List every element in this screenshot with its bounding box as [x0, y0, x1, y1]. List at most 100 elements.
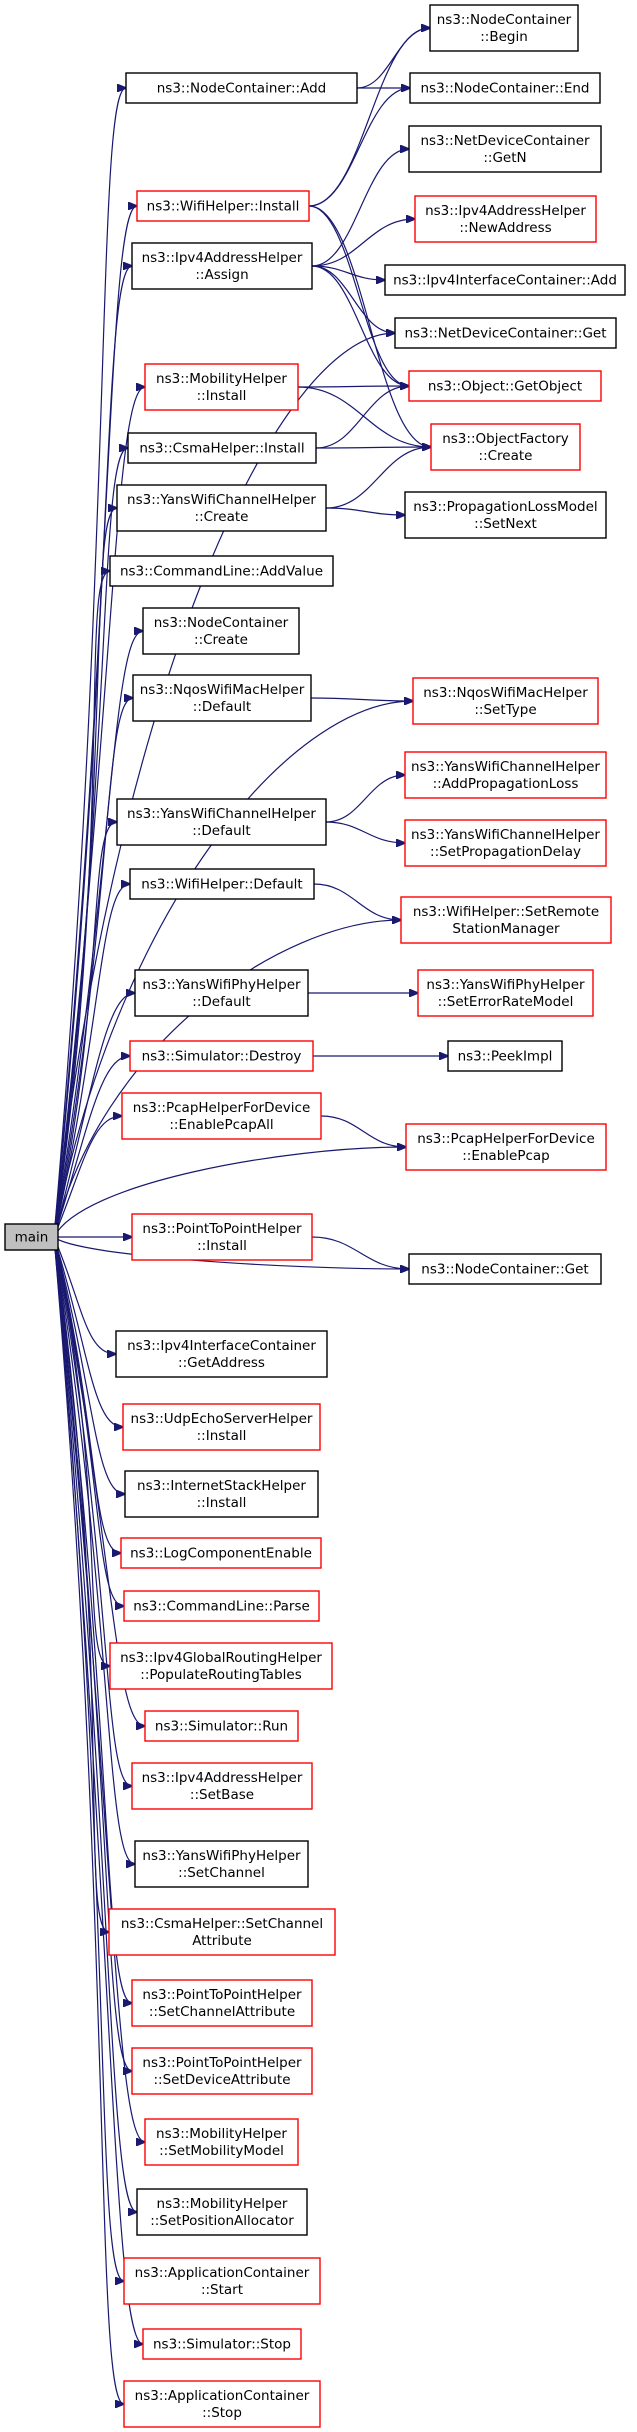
node-proploss_setnext[interactable]: ns3::PropagationLossModel::SetNext	[404, 491, 607, 539]
node-nc_begin[interactable]: ns3::NodeContainer::Begin	[429, 4, 579, 52]
node-sim_stop[interactable]: ns3::Simulator::Stop	[142, 2328, 302, 2360]
node-label-line: ::Begin	[480, 29, 528, 45]
node-box	[116, 798, 327, 846]
node-p2p_setdevattr[interactable]: ns3::PointToPointHelper::SetDeviceAttrib…	[131, 2047, 313, 2095]
node-label-line: ns3::PointToPointHelper	[142, 1221, 302, 1237]
node-label-line: ns3::PeekImpl	[458, 1048, 553, 1064]
node-logcomp_enable[interactable]: ns3::LogComponentEnable	[120, 1537, 322, 1569]
node-box	[447, 1040, 563, 1072]
node-cmd_parse[interactable]: ns3::CommandLine::Parse	[123, 1590, 320, 1622]
node-object_getobject[interactable]: ns3::Object::GetObject	[408, 370, 602, 402]
node-box	[134, 969, 309, 1017]
node-nc_end[interactable]: ns3::NodeContainer::End	[409, 72, 601, 104]
node-box	[129, 1040, 314, 1072]
node-box	[109, 1642, 333, 1690]
node-label-line: ns3::YansWifiPhyHelper	[142, 1848, 301, 1864]
edge-yanschan_default-to-yanschan_setprop	[325, 821, 405, 843]
node-nc_add[interactable]: ns3::NodeContainer::Add	[125, 72, 358, 104]
node-label-line: main	[15, 1229, 49, 1245]
node-udpecho_install[interactable]: ns3::UdpEchoServerHelper::Install	[122, 1403, 321, 1451]
node-box	[404, 491, 607, 539]
node-csma_install[interactable]: ns3::CsmaHelper::Install	[127, 432, 317, 464]
node-yanschan_addprop[interactable]: ns3::YansWifiChannelHelper::AddPropagati…	[404, 751, 607, 799]
node-yanschan_setprop[interactable]: ns3::YansWifiChannelHelper::SetPropagati…	[404, 819, 607, 867]
node-csma_setchanattr[interactable]: ns3::CsmaHelper::SetChannelAttribute	[108, 1908, 336, 1956]
node-label-line: ns3::PcapHelperForDevice	[417, 1131, 595, 1147]
edge-main-to-nc_add	[53, 88, 126, 1238]
node-label-line: ::AddPropagationLoss	[433, 776, 579, 792]
node-yansphy_seterror[interactable]: ns3::YansWifiPhyHelper::SetErrorRateMode…	[417, 969, 594, 1017]
node-ipv4addr_newaddr[interactable]: ns3::Ipv4AddressHelper::NewAddress	[414, 195, 597, 243]
node-p2p_setchanattr[interactable]: ns3::PointToPointHelper::SetChannelAttri…	[131, 1979, 313, 2027]
node-label-line: ns3::Ipv4AddressHelper	[142, 1770, 303, 1786]
node-label-line: ns3::NodeContainer::Get	[421, 1261, 588, 1277]
node-nqos_default[interactable]: ns3::NqosWifiMacHelper::Default	[132, 674, 312, 722]
node-peekimpl[interactable]: ns3::PeekImpl	[447, 1040, 563, 1072]
node-label-line: ::Install	[197, 1495, 247, 1511]
node-label-line: ns3::NodeContainer	[437, 12, 572, 28]
node-yanschan_create[interactable]: ns3::YansWifiChannelHelper::Create	[116, 484, 327, 532]
node-inetstack_install[interactable]: ns3::InternetStackHelper::Install	[124, 1470, 319, 1518]
node-box	[116, 484, 327, 532]
node-box	[400, 896, 612, 944]
node-ipv4addr_assign[interactable]: ns3::Ipv4AddressHelper::Assign	[131, 242, 313, 290]
node-label-line: ns3::Simulator::Run	[155, 1718, 288, 1734]
node-box	[404, 819, 607, 867]
node-label-line: ns3::YansWifiChannelHelper	[127, 806, 316, 822]
node-p2p_install[interactable]: ns3::PointToPointHelper::Install	[131, 1213, 313, 1261]
node-yanschan_default[interactable]: ns3::YansWifiChannelHelper::Default	[116, 798, 327, 846]
node-sim_destroy[interactable]: ns3::Simulator::Destroy	[129, 1040, 314, 1072]
edge-ipv4addr_assign-to-ipv4ic_add	[311, 265, 385, 280]
node-label-line: ns3::CommandLine::Parse	[133, 1598, 310, 1614]
edge-main-to-sim_stop	[53, 1236, 143, 2344]
node-nc_create[interactable]: ns3::NodeContainer::Create	[142, 607, 300, 655]
node-pcap_enableall[interactable]: ns3::PcapHelperForDevice::EnablePcapAll	[121, 1092, 322, 1140]
edge-main-to-csma_install	[53, 448, 128, 1238]
node-label-line: ns3::Simulator::Stop	[153, 2336, 291, 2352]
node-mobility_install[interactable]: ns3::MobilityHelper::Install	[144, 363, 299, 411]
edge-ipv4addr_assign-to-ndc_getn	[311, 149, 409, 267]
node-ipv4addr_setbase[interactable]: ns3::Ipv4AddressHelper::SetBase	[131, 1762, 313, 1810]
node-ipv4ic_add[interactable]: ns3::Ipv4InterfaceContainer::Add	[384, 264, 626, 296]
node-box	[409, 72, 601, 104]
node-label-line: ::Start	[201, 2282, 243, 2298]
node-objfactory_create[interactable]: ns3::ObjectFactory::Create	[430, 423, 581, 471]
node-label-line: ns3::MobilityHelper	[157, 2196, 288, 2212]
edge-yanschan_create-to-proploss_setnext	[325, 507, 405, 515]
node-ndc_get[interactable]: ns3::NetDeviceContainer::Get	[394, 317, 617, 349]
node-label-line: ::Install	[197, 1238, 247, 1254]
node-nqos_settype[interactable]: ns3::NqosWifiMacHelper::SetType	[412, 677, 599, 725]
node-wifi_install[interactable]: ns3::WifiHelper::Install	[136, 190, 310, 222]
node-label-line: ns3::UdpEchoServerHelper	[131, 1411, 313, 1427]
node-yansphy_setchannel[interactable]: ns3::YansWifiPhyHelper::SetChannel	[134, 1840, 309, 1888]
node-label-line: ::NewAddress	[459, 220, 551, 236]
node-label-line: ns3::Ipv4InterfaceContainer::Add	[393, 272, 617, 288]
edge-main-to-app_stop	[53, 1236, 124, 2404]
node-sim_run[interactable]: ns3::Simulator::Run	[144, 1710, 299, 1742]
node-label-line: ::SetMobilityModel	[159, 2143, 284, 2159]
edge-main-to-p2p_setchanattr	[53, 1236, 132, 2003]
node-ipv4ic_getaddr[interactable]: ns3::Ipv4InterfaceContainer::GetAddress	[115, 1330, 328, 1378]
node-yansphy_default[interactable]: ns3::YansWifiPhyHelper::Default	[134, 969, 309, 1017]
node-label-line: ns3::MobilityHelper	[156, 371, 287, 387]
node-pcap_enable[interactable]: ns3::PcapHelperForDevice::EnablePcap	[405, 1123, 607, 1171]
node-label-line: ns3::Ipv4GlobalRoutingHelper	[120, 1650, 322, 1666]
node-label-line: ::SetErrorRateModel	[438, 994, 574, 1010]
node-app_start[interactable]: ns3::ApplicationContainer::Start	[123, 2257, 321, 2305]
node-mobility_setmodel[interactable]: ns3::MobilityHelper::SetMobilityModel	[144, 2118, 299, 2166]
node-main[interactable]: main	[4, 1223, 59, 1251]
node-label-line: ns3::Ipv4AddressHelper	[425, 203, 586, 219]
node-nc_get[interactable]: ns3::NodeContainer::Get	[408, 1253, 602, 1285]
node-ipv4global_populate[interactable]: ns3::Ipv4GlobalRoutingHelper::PopulateRo…	[109, 1642, 333, 1690]
node-cmd_addvalue[interactable]: ns3::CommandLine::AddValue	[109, 555, 334, 587]
node-box	[142, 2328, 302, 2360]
node-mobility_setpos[interactable]: ns3::MobilityHelper::SetPositionAllocato…	[136, 2188, 308, 2236]
node-box	[125, 72, 358, 104]
node-box	[131, 2047, 313, 2095]
node-ndc_getn[interactable]: ns3::NetDeviceContainer::GetN	[408, 125, 602, 173]
edge-ipv4addr_assign-to-ipv4addr_newaddr	[311, 219, 415, 267]
node-app_stop[interactable]: ns3::ApplicationContainer::Stop	[123, 2380, 321, 2428]
node-wifi_default[interactable]: ns3::WifiHelper::Default	[129, 868, 315, 900]
node-label-line: ns3::YansWifiChannelHelper	[127, 492, 316, 508]
